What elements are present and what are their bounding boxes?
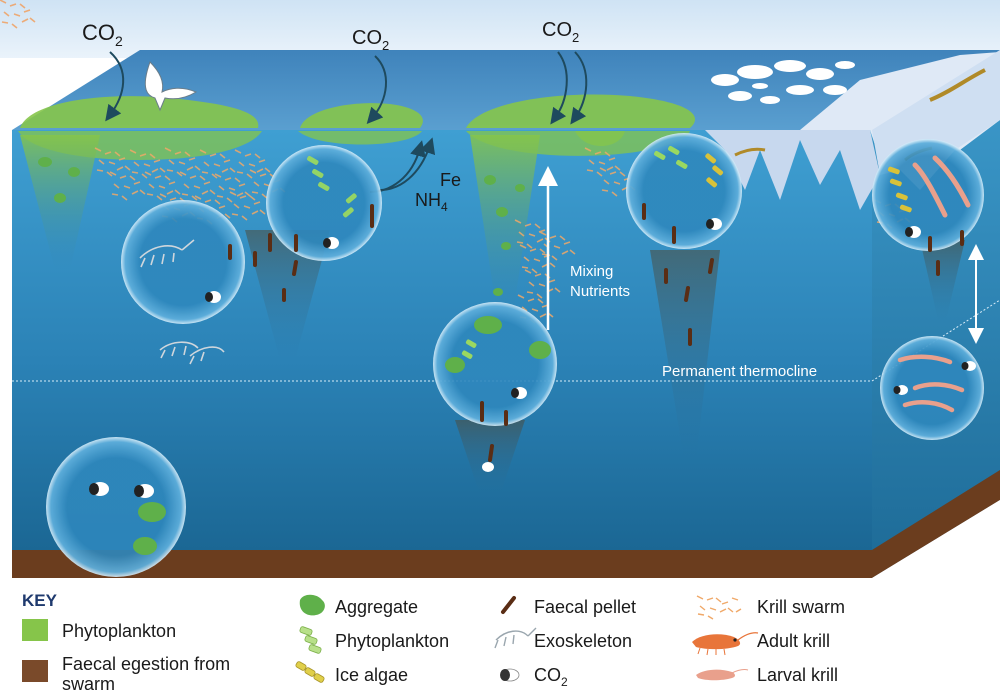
legend-label-krill-swarm: Krill swarm: [757, 597, 845, 617]
legend-label-phytoplankton-patch: Phytoplankton: [62, 621, 176, 641]
nutrients-label: Nutrients: [570, 283, 630, 300]
legend-swatch-phytoplankton: [22, 619, 48, 641]
co2-label-2: CO2: [352, 27, 389, 53]
bubble-5: [46, 437, 186, 577]
mixing-label: Mixing: [570, 263, 613, 280]
bubble-2: [266, 145, 382, 261]
legend-label-exoskeleton: Exoskeleton: [534, 631, 632, 651]
faecal-pellet-icon: [501, 596, 516, 614]
legend-label-faecal-egestion-1: Faecal egestion from: [62, 654, 230, 674]
legend-label-ice-algae: Ice algae: [335, 665, 408, 685]
legend-label-adult-krill: Adult krill: [757, 631, 830, 651]
phytoplankton-patches: [18, 94, 695, 160]
larval-krill-icon: [696, 669, 749, 681]
adult-krill-icon: [692, 632, 759, 656]
bubble-4: [626, 133, 742, 249]
co2-arrows: [105, 51, 588, 193]
co2-label-1: CO2: [82, 20, 123, 49]
krill-swarm-icon: [696, 595, 742, 620]
fe-label: Fe: [440, 170, 461, 190]
exoskeletons-floating: [159, 341, 225, 365]
phytoplankton-cells-icon: [299, 626, 322, 654]
sky: [0, 0, 1000, 58]
co2-icon: [500, 668, 520, 682]
nh4-label: NH4: [415, 190, 448, 214]
legend: KEY Phytoplankton Faecal egestion from s…: [22, 591, 845, 694]
legend-swatch-faecal-egestion: [22, 660, 48, 682]
co2-label-3: CO2: [542, 19, 579, 45]
bubble-1: [121, 200, 245, 324]
bubble-3: [433, 302, 557, 426]
whale-tail-icon: [144, 61, 198, 112]
legend-label-faecal-pellet: Faecal pellet: [534, 597, 636, 617]
legend-label-faecal-egestion-2: swarm: [62, 674, 115, 694]
faecal-pellets-floating: [253, 233, 940, 462]
thermocline-label: Permanent thermocline: [662, 363, 817, 380]
legend-label-phytoplankton-cells: Phytoplankton: [335, 631, 449, 651]
seafloor-side: [872, 470, 1000, 578]
legend-title: KEY: [22, 591, 58, 610]
legend-label-larval-krill: Larval krill: [757, 665, 838, 685]
krill-swarm-regions: [0, 0, 36, 29]
legend-label-co2: CO2: [534, 665, 568, 689]
legend-label-aggregate: Aggregate: [335, 597, 418, 617]
co2-bubble-floating: [482, 462, 494, 472]
bubble-6: [872, 139, 984, 252]
exoskeleton-icon: [494, 627, 537, 649]
ice-algae-icon: [295, 661, 325, 683]
block-bottom-edge: [872, 500, 1000, 582]
bubble-7: [880, 336, 984, 440]
aggregate-icon: [299, 594, 325, 616]
aggregates-floating: [38, 157, 525, 296]
